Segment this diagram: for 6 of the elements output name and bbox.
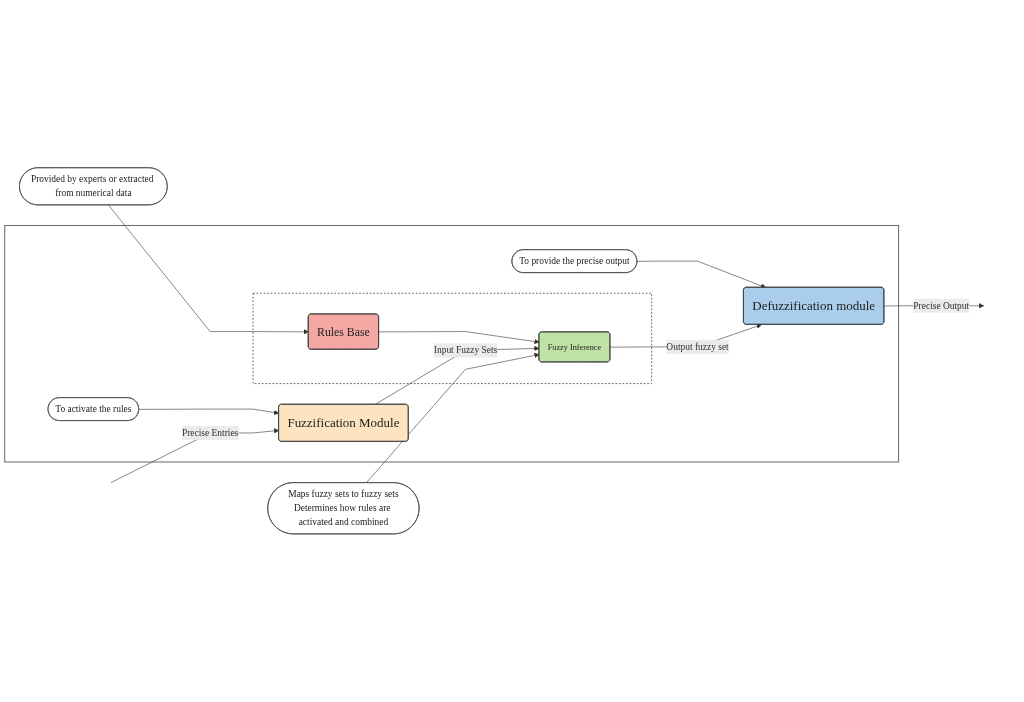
- cluster: [4, 225, 900, 463]
- edge-label: Input Fuzzy Sets: [433, 345, 498, 356]
- cluster: [252, 293, 653, 385]
- edge-label: Output fuzzy set: [666, 341, 729, 352]
- edge-label: Precise Entries: [181, 427, 239, 438]
- edge-label: Precise Output: [913, 300, 970, 311]
